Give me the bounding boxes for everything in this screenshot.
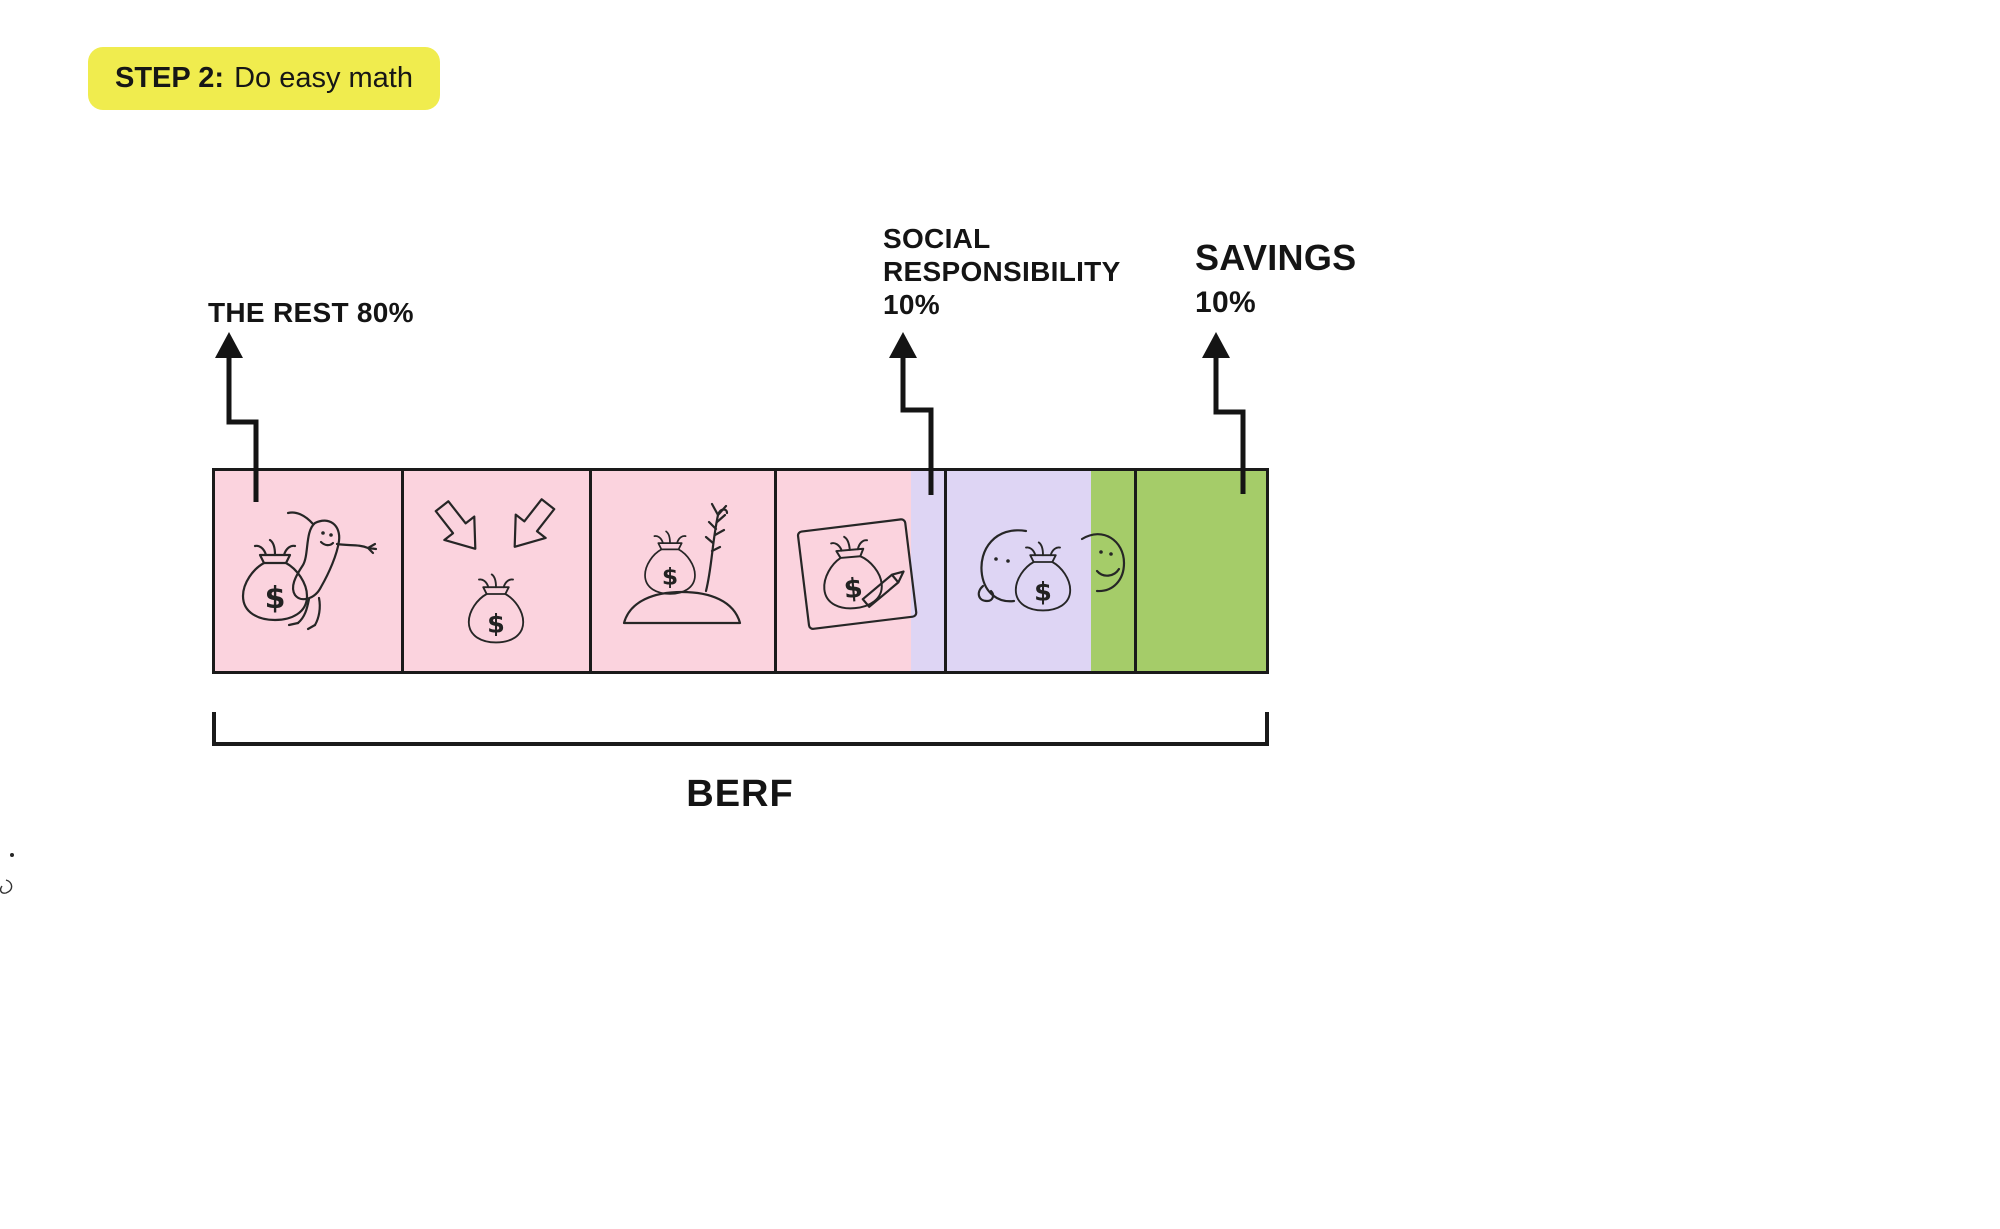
money-plan-paper-doodle: [796, 518, 918, 630]
stray-pen-dot: [10, 853, 14, 857]
sausage-character: [286, 511, 378, 631]
plant-sprig: [704, 502, 729, 593]
berf-bar: [212, 468, 1269, 674]
incoming-arrow-left: [434, 500, 477, 550]
right-face: [1080, 533, 1126, 593]
label-social-line3: 10%: [883, 289, 940, 320]
cell-divider-5: [1134, 471, 1137, 671]
cell-divider-3: [774, 471, 777, 671]
label-savings-title: SAVINGS: [1195, 237, 1357, 278]
left-face: [977, 529, 1028, 603]
people-discussing-money-doodle: [977, 529, 1126, 612]
stray-pen-squiggle: [0, 879, 13, 894]
label-savings-percent: 10%: [1195, 286, 1256, 319]
berf-label: BERF: [686, 773, 794, 815]
step-badge-text: Do easy math: [234, 62, 413, 94]
segment-savings: [1091, 471, 1266, 671]
step-badge: STEP 2: Do easy math: [88, 47, 440, 111]
label-social-line2: RESPONSIBILITY: [883, 256, 1121, 287]
mound: [622, 590, 742, 625]
label-social-responsibility: SOCIAL RESPONSIBILITY 10%: [883, 222, 1121, 321]
dancing-money-bag-doodle: [241, 511, 378, 631]
arrows-into-money-bag-doodle: [434, 498, 556, 644]
label-savings: SAVINGS 10%: [1195, 237, 1356, 324]
incoming-arrow-right: [513, 498, 556, 548]
cell-divider-2: [589, 471, 592, 671]
berf-bracket: [212, 712, 1269, 746]
label-social-line1: SOCIAL: [883, 223, 991, 254]
step-badge-prefix: STEP 2:: [115, 62, 225, 94]
cell-divider-1: [401, 471, 404, 671]
segment-social-responsibility: [911, 471, 1091, 671]
cell-divider-4: [944, 471, 947, 671]
segment-the-rest: [215, 471, 911, 671]
paper-sheet: [796, 518, 918, 630]
pencil: [861, 570, 905, 608]
label-the-rest: THE REST 80%: [208, 297, 414, 328]
growing-money-plant-doodle: [622, 502, 742, 625]
